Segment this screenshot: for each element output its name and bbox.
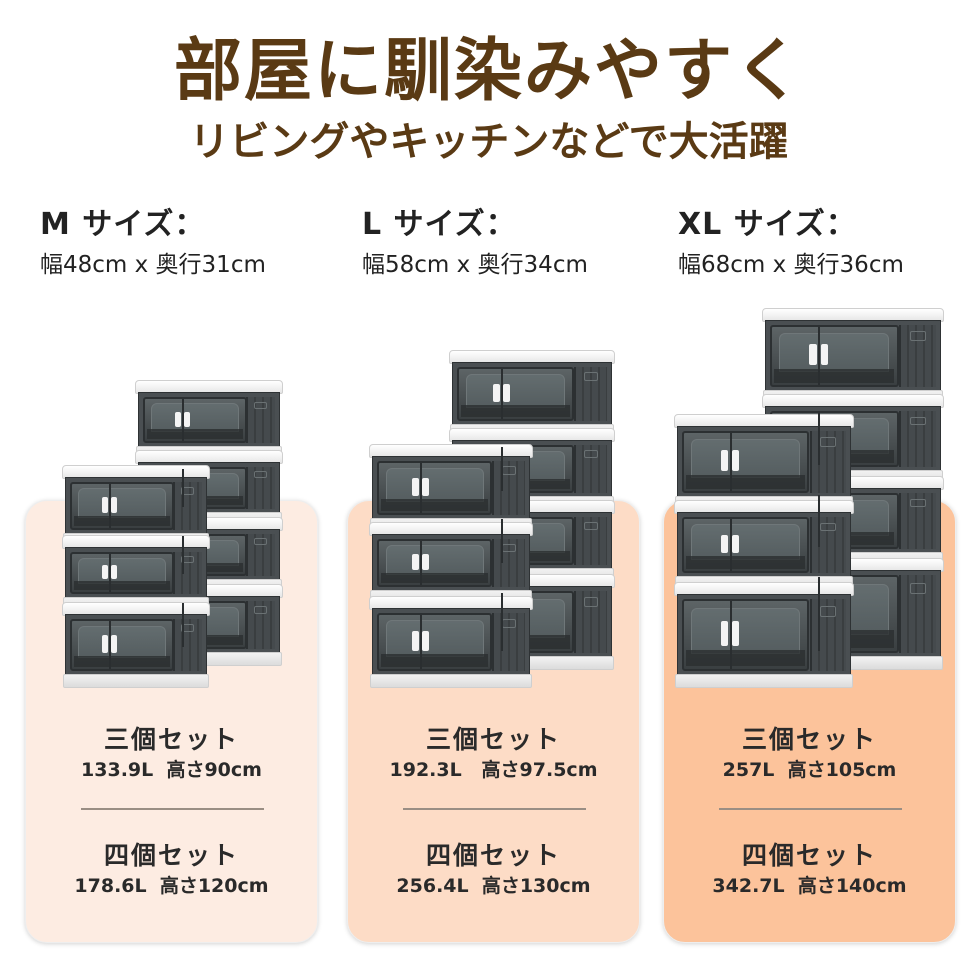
dimensions-l: 幅58cm x 奥行34cm [362,252,588,278]
set-three-m: 三個セット 133.9L 高さ90cm [26,723,317,783]
storage-box-icon [674,500,854,590]
dimensions-m: 幅48cm x 奥行31cm [40,252,266,278]
storage-box-icon [674,582,854,688]
storage-box-icon [62,602,210,688]
storage-box-icon [62,465,210,547]
set-title: 三個セット [741,725,877,754]
set-four-l: 四個セット 256.4L 高さ130cm [348,839,639,899]
storage-box-icon [135,380,283,460]
set-info: 342.7L 高さ140cm [712,875,907,897]
spec-m: M サイズ： 幅48cm x 奥行31cm [40,205,266,281]
size-title-l: L サイズ： [362,207,517,242]
set-three-xl: 三個セット 257L 高さ105cm [664,723,955,783]
storage-box-icon [449,350,615,438]
set-info: 257L 高さ105cm [722,759,897,781]
storage-box-icon [369,522,533,604]
dimensions-xl: 幅68cm x 奥行36cm [678,252,904,278]
size-title-xl: XL サイズ： [678,207,857,242]
storage-box-icon [369,444,533,532]
set-info: 192.3L 高さ97.5cm [389,759,598,781]
set-title: 四個セット [741,841,877,870]
storage-box-icon [674,414,854,510]
set-title: 三個セット [425,725,561,754]
set-four-m: 四個セット 178.6L 高さ120cm [26,839,317,899]
storage-box-icon [762,308,944,404]
size-title-m: M サイズ： [40,207,206,242]
set-info: 256.4L 高さ130cm [396,875,591,897]
divider [719,808,902,810]
spec-xl: XL サイズ： 幅68cm x 奥行36cm [678,205,904,281]
divider [81,808,264,810]
set-info: 133.9L 高さ90cm [81,759,262,781]
divider [403,808,586,810]
set-three-l: 三個セット 192.3L 高さ97.5cm [348,723,639,783]
set-four-xl: 四個セット 342.7L 高さ140cm [664,839,955,899]
storage-box-icon [369,596,533,688]
set-title: 三個セット [103,725,239,754]
set-title: 四個セット [425,841,561,870]
page-subtitle: リビングやキッチンなどで大活躍 [189,119,789,165]
page-title: 部屋に馴染みやすく [173,32,804,111]
set-title: 四個セット [103,841,239,870]
storage-box-icon [62,535,210,611]
spec-l: L サイズ： 幅58cm x 奥行34cm [362,205,588,281]
set-info: 178.6L 高さ120cm [74,875,269,897]
